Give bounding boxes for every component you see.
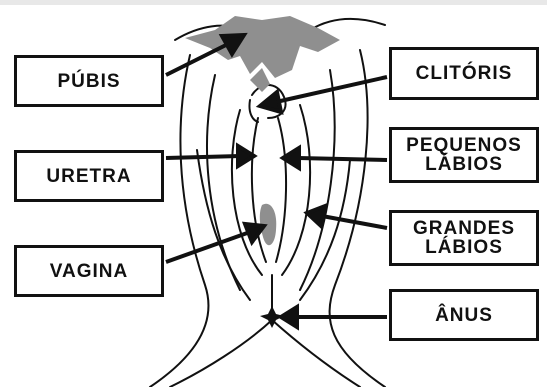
label-anus: ÂNUS (389, 289, 539, 341)
arrow-pubis (166, 44, 228, 75)
arrow-vagina (166, 232, 250, 262)
lower-buttock-left (170, 320, 272, 387)
inner-labia-right (276, 118, 286, 262)
top-right-contour (310, 19, 385, 30)
label-anus-text: ÂNUS (435, 306, 493, 325)
label-grandes-labios: GRANDES LÁBIOS (389, 210, 539, 266)
right-crease (300, 160, 350, 300)
outer-labia-left (232, 110, 262, 275)
right-inner-curve (300, 70, 335, 290)
left-inner-curve (207, 75, 240, 290)
label-grandes-line1: GRANDES (413, 219, 515, 238)
label-pequenos-labios: PEQUENOS LÁBIOS (389, 127, 539, 183)
arrow-vagina-head (245, 224, 264, 242)
label-pubis-text: PÚBIS (57, 72, 120, 91)
label-vagina-text: VAGINA (50, 262, 128, 281)
label-pubis: PÚBIS (14, 55, 164, 107)
arrow-grandes-head (307, 206, 325, 226)
label-uretra-text: URETRA (46, 167, 131, 186)
label-vagina: VAGINA (14, 245, 164, 297)
label-clitoris-text: CLITÓRIS (416, 64, 513, 83)
arrow-anus-head (281, 307, 297, 327)
arrow-clitoris-head (260, 92, 281, 112)
arrow-uretra (166, 156, 240, 158)
label-uretra: URETRA (14, 150, 164, 202)
label-clitoris: CLITÓRIS (389, 47, 539, 100)
arrow-pequenos (298, 158, 387, 160)
left-crease (197, 150, 250, 300)
label-pequenos-line1: PEQUENOS (406, 136, 522, 155)
label-grandes-line2: LÁBIOS (413, 238, 515, 257)
label-pequenos-line2: LÁBIOS (406, 155, 522, 174)
